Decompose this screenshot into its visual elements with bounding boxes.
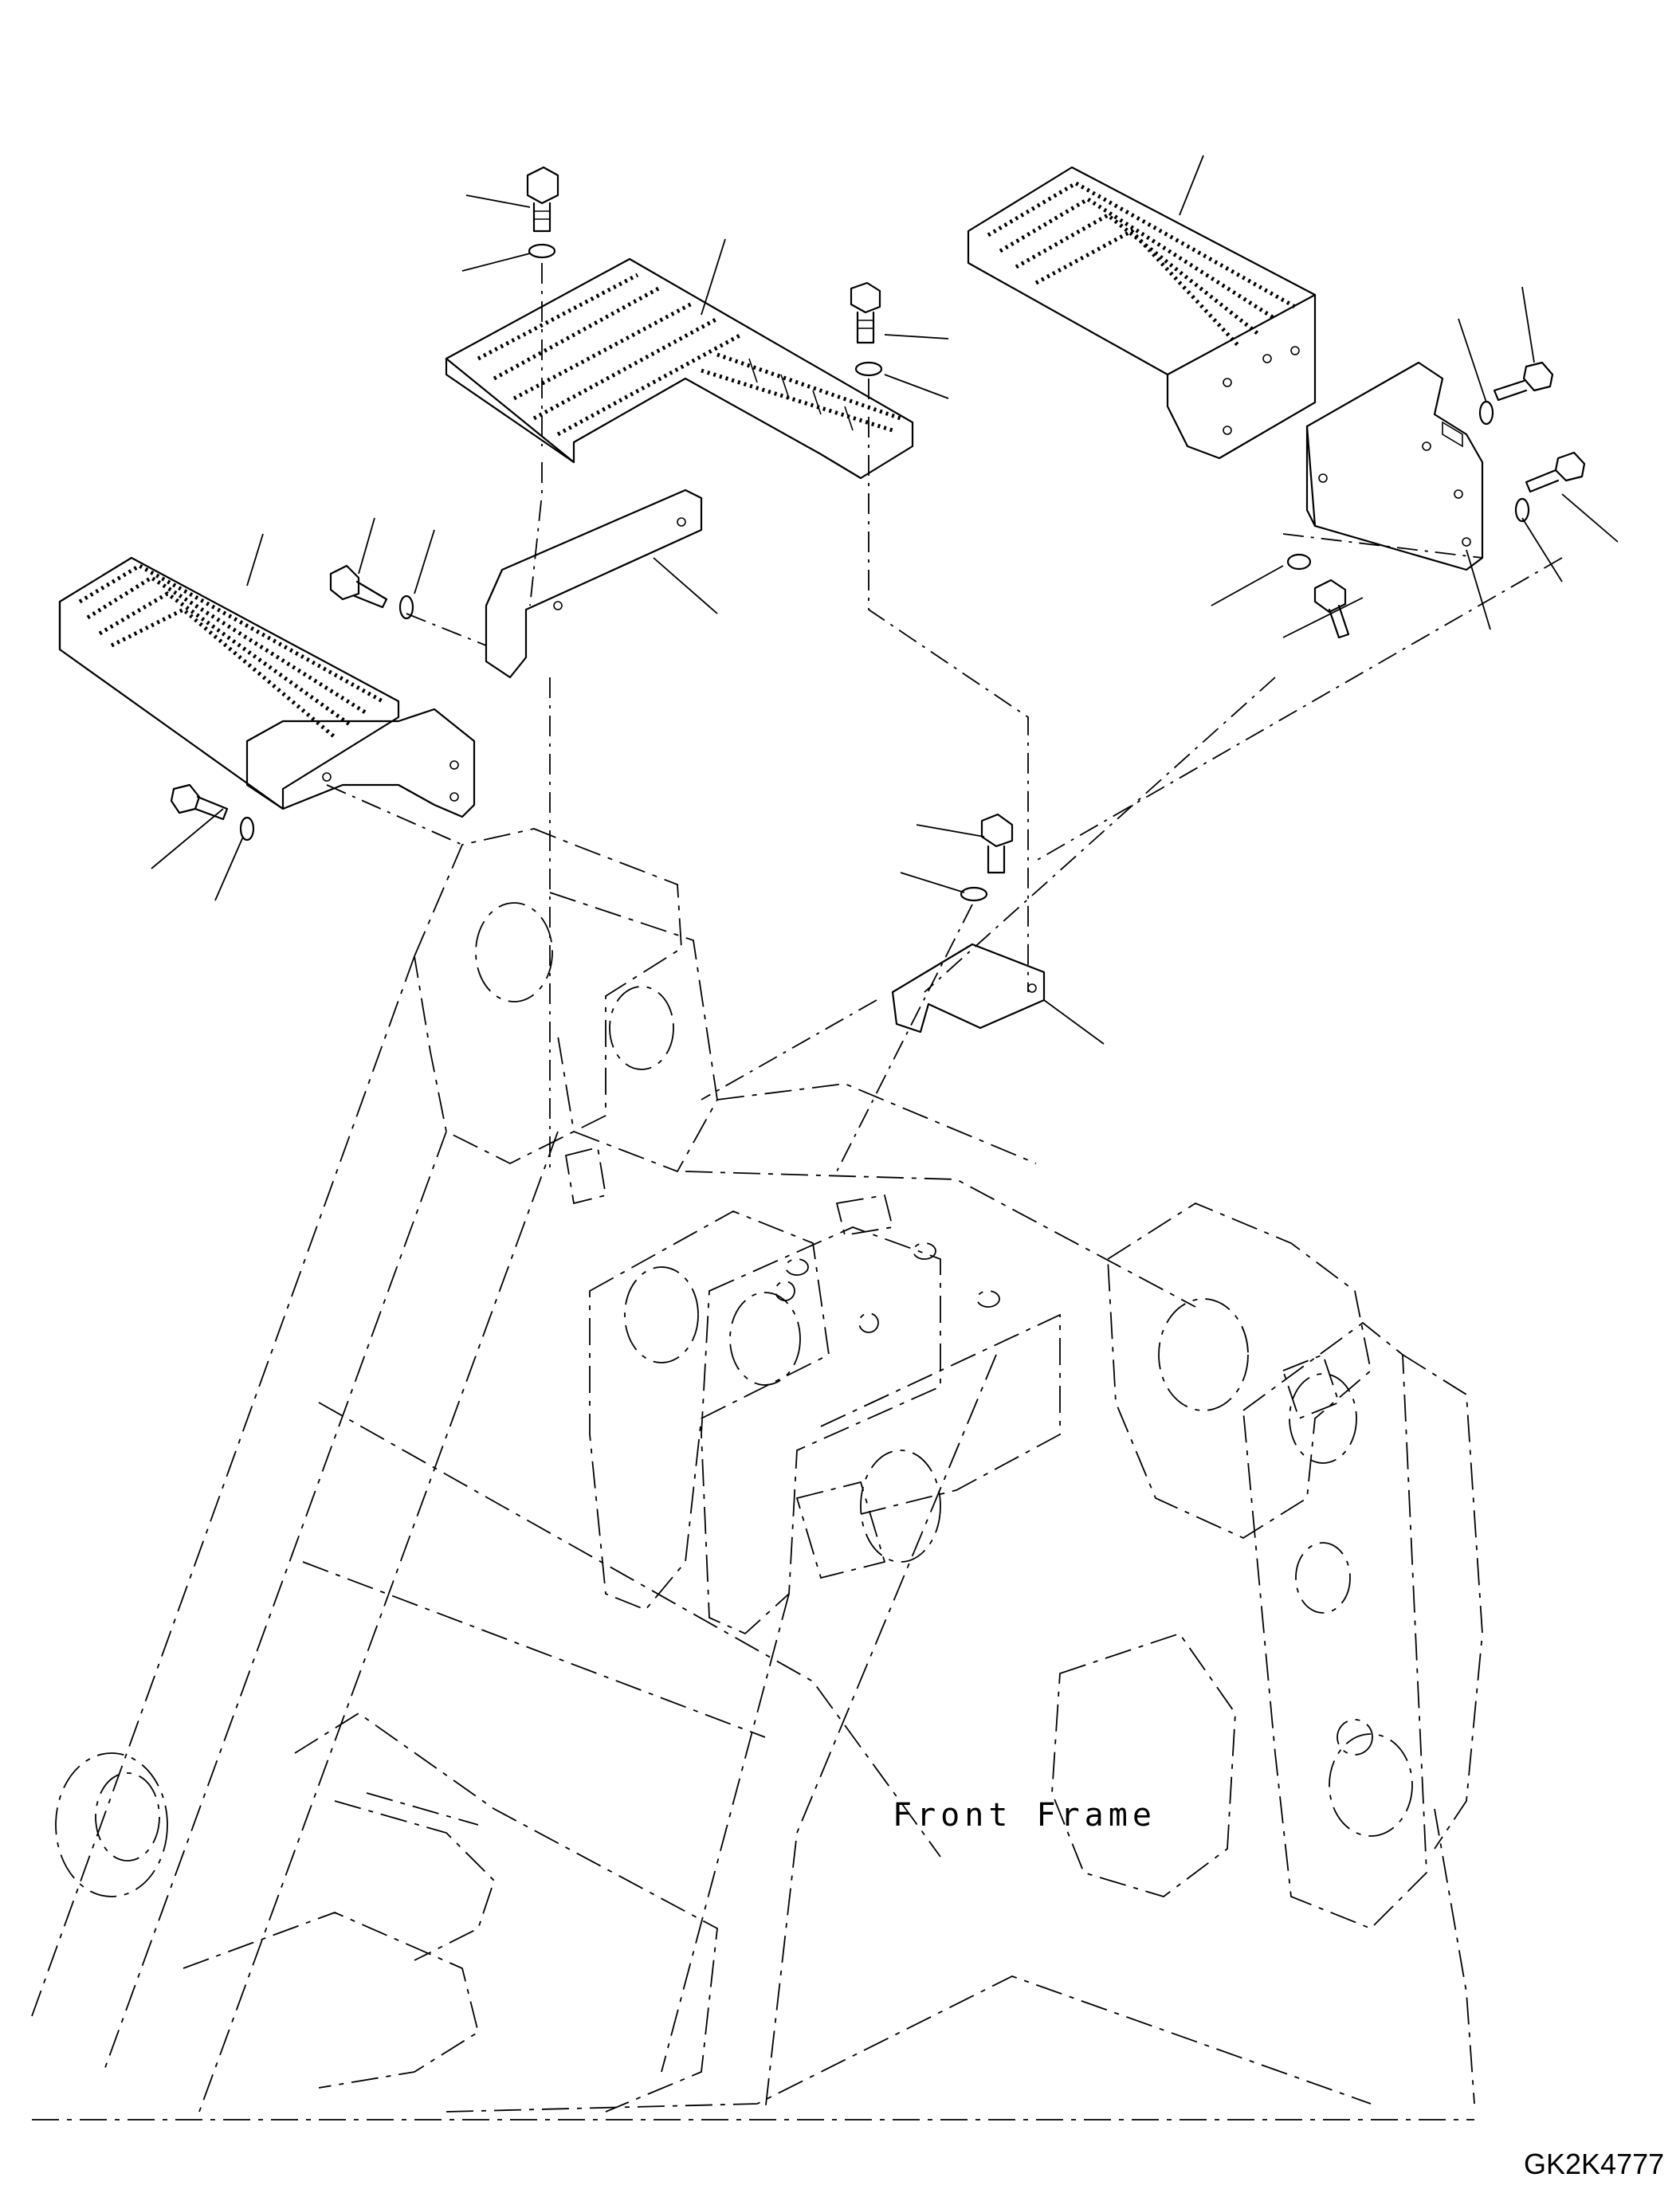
- bracket-center-lower: [891, 943, 1046, 1034]
- assembly-center-lines: [326, 263, 1563, 1172]
- bracket-center-top: [485, 488, 703, 679]
- step-plate-left: [58, 556, 476, 818]
- leader-lines: [151, 155, 1619, 1045]
- step-plate-center: [445, 257, 914, 480]
- front-frame-phantom: [31, 828, 1483, 2120]
- front-frame-label: Front Frame: [893, 1797, 1156, 1834]
- step-plate-right: [967, 166, 1317, 460]
- bracket-right: [1305, 361, 1484, 571]
- drawing-code: GK2K4777: [1524, 2148, 1665, 2180]
- bolts-and-washers: [170, 166, 1586, 902]
